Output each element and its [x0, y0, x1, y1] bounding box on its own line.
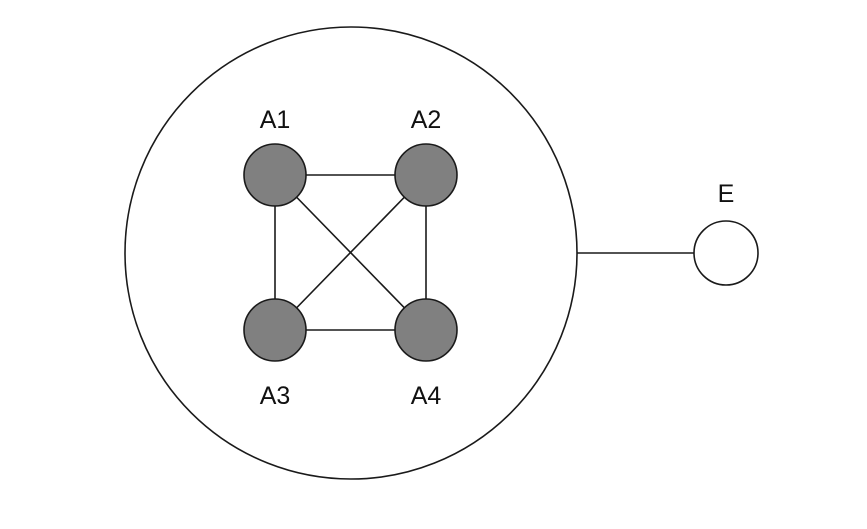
- label-a3: A3: [260, 382, 291, 410]
- node-a2: [394, 143, 458, 207]
- label-a4: A4: [411, 382, 442, 410]
- label-a2: A2: [411, 106, 442, 134]
- node-a3: [243, 298, 307, 362]
- node-e: [693, 220, 759, 286]
- label-e: E: [718, 180, 735, 208]
- node-a1: [243, 143, 307, 207]
- node-a4: [394, 298, 458, 362]
- edge-a2-a3: [274, 174, 427, 331]
- label-a1: A1: [260, 106, 291, 134]
